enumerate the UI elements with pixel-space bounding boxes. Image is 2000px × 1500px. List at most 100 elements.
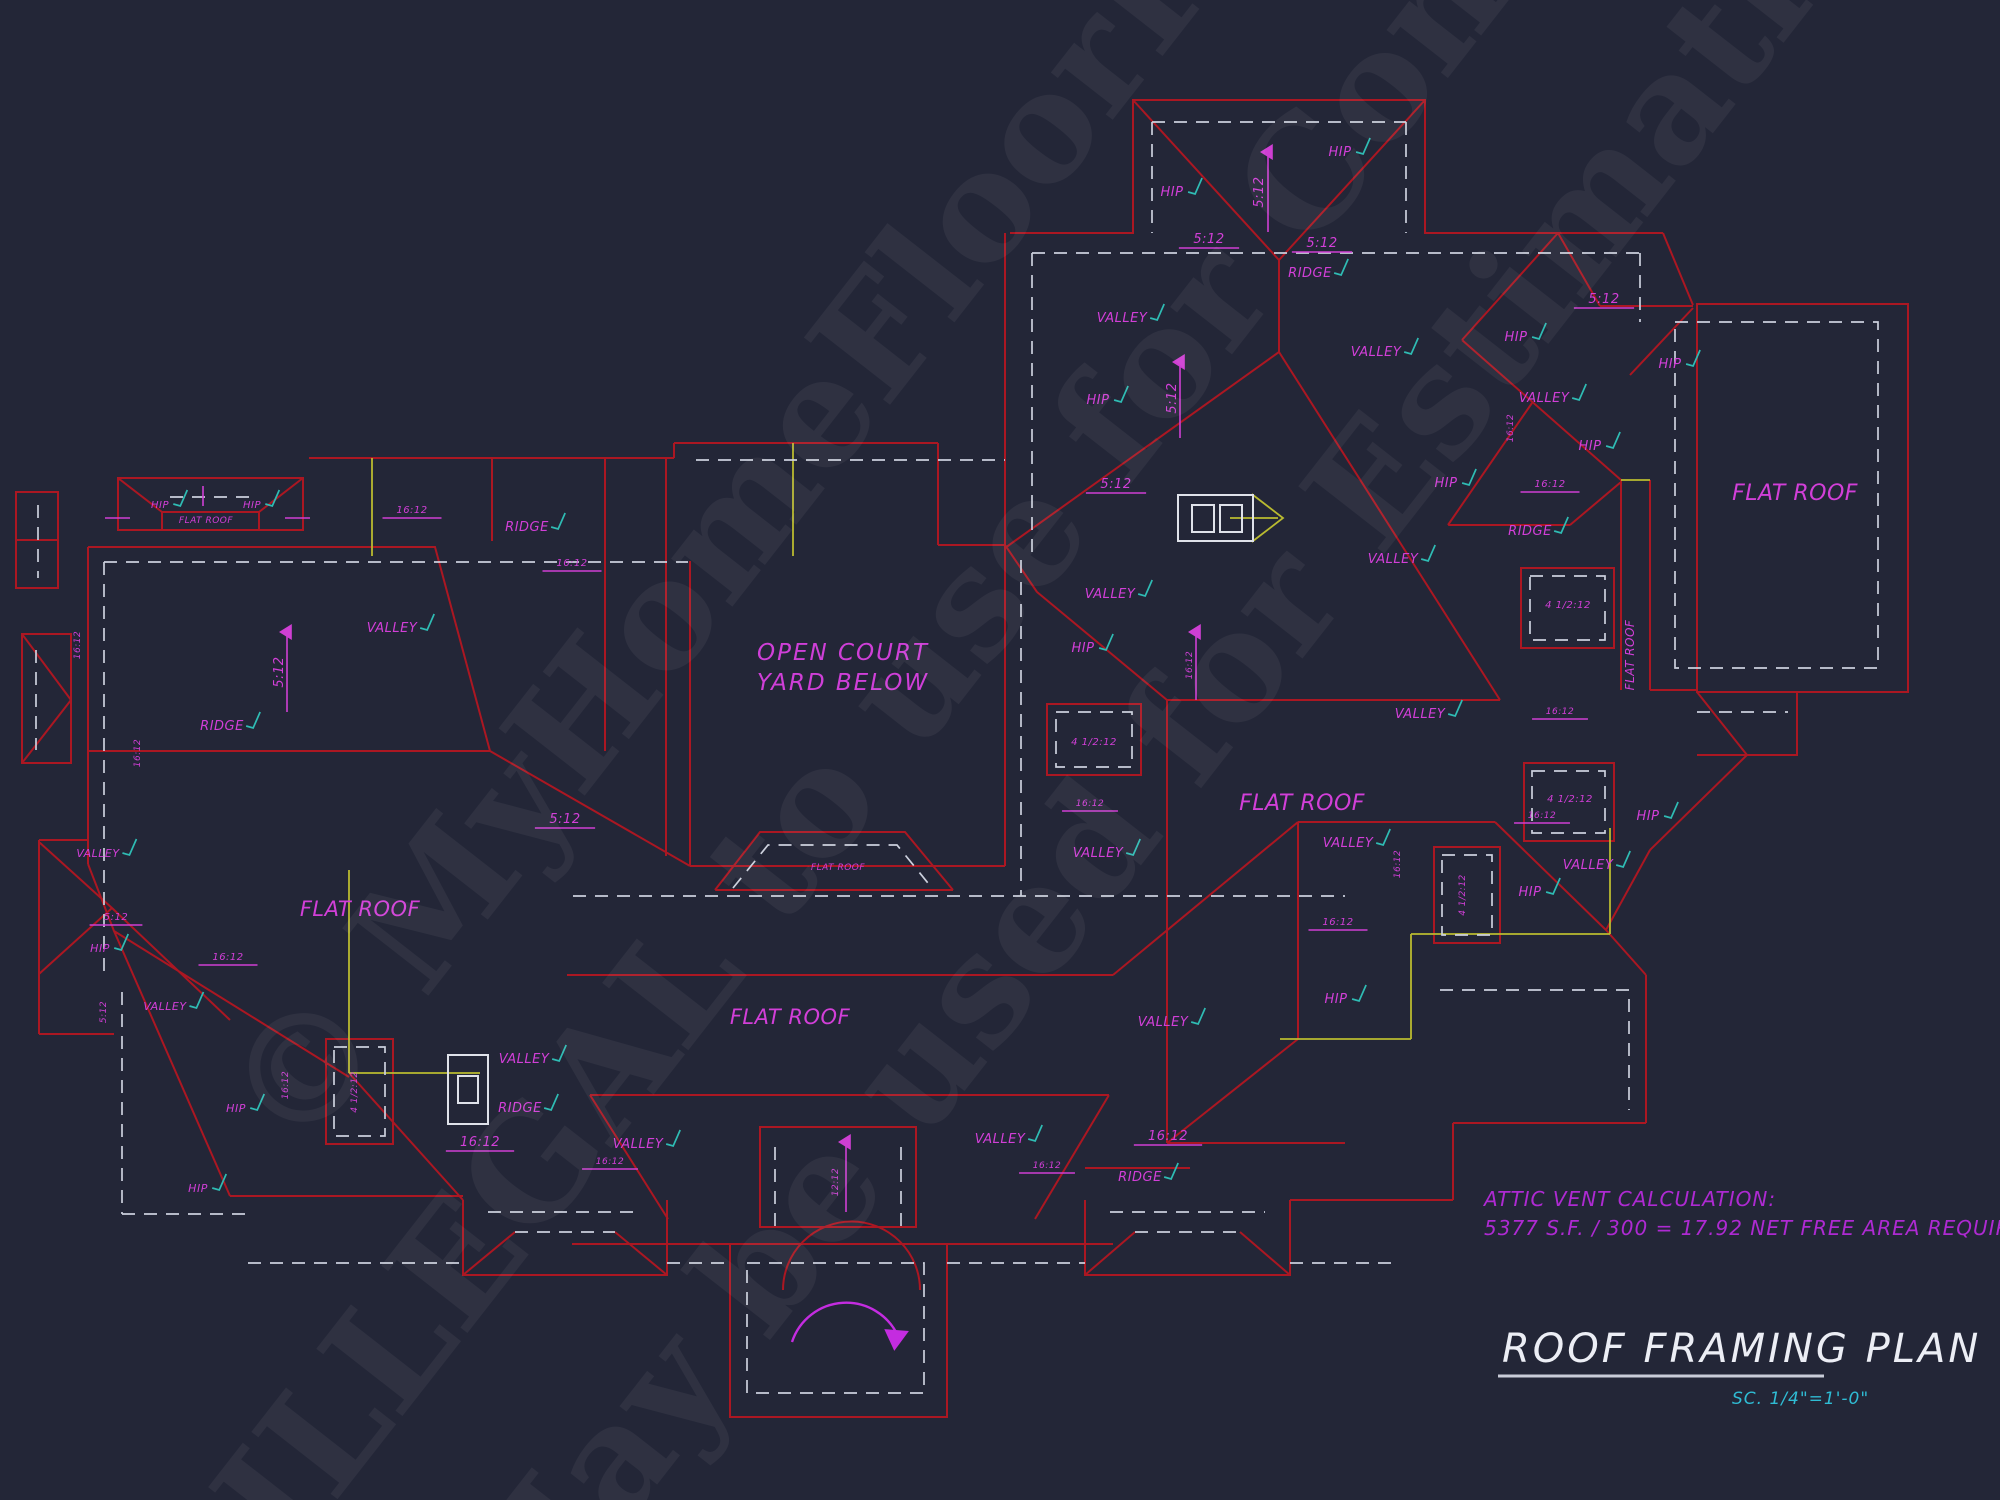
- label-leader: [1149, 303, 1165, 322]
- roof-label: HIP: [1161, 185, 1184, 200]
- label-leader: [550, 512, 566, 531]
- roof-label: 16:12: [1185, 651, 1195, 679]
- roof-label: 16:12: [396, 505, 427, 516]
- roof-label: VALLEY: [1351, 345, 1402, 360]
- roof-label: HIP: [1637, 809, 1660, 824]
- roof-label: 4 1/2:12: [1458, 874, 1468, 916]
- roof-label: 16:12: [460, 1135, 500, 1150]
- label-leader: [1420, 544, 1436, 563]
- roof-label: RIDGE: [1288, 266, 1332, 281]
- roof-label: RIDGE: [505, 520, 549, 535]
- roof-label: FLAT ROOF: [1239, 791, 1365, 816]
- roof-label: VALLEY: [1097, 311, 1148, 326]
- roof-label: HIP: [151, 500, 169, 511]
- roof-label: VALLEY: [76, 847, 120, 860]
- label-leader: [1187, 177, 1203, 196]
- open-court-label-line2: YARD BELOW: [757, 670, 929, 696]
- roof-label: FLAT ROOF: [300, 897, 421, 921]
- roof-label: 5:12: [1165, 382, 1180, 413]
- roof-label: 16:12: [1148, 1129, 1188, 1144]
- roof-label: HIP: [1579, 439, 1602, 454]
- roof-label: 5:12: [1252, 176, 1267, 207]
- roof-label: 16:12: [1506, 414, 1516, 442]
- roof-label: HIP: [243, 500, 261, 511]
- label-leader: [1137, 579, 1153, 598]
- label-leader: [419, 613, 435, 632]
- roof-label: HIP: [1325, 992, 1348, 1007]
- roof-label: 5:12: [1193, 232, 1224, 247]
- roof-label: RIDGE: [1508, 524, 1552, 539]
- roof-label: HIP: [1505, 330, 1528, 345]
- roof-label: HIP: [90, 942, 110, 955]
- roof-label: 16:12: [1393, 850, 1403, 878]
- label-leader: [1355, 137, 1371, 156]
- label-leader: [1163, 1162, 1179, 1181]
- plan-title: ROOF FRAMING PLAN: [1502, 1326, 1981, 1372]
- roof-label: 5:12: [1100, 477, 1131, 492]
- label-leader: [551, 1044, 567, 1063]
- roof-label: 16:12: [73, 631, 83, 659]
- roof-label: 4 1/2:12: [1547, 794, 1593, 805]
- roof-label: VALLEY: [143, 1000, 187, 1013]
- roof-label: 4 1/2:12: [350, 1071, 360, 1113]
- leader-lines: [113, 137, 1701, 1192]
- roof-label: FLAT ROOF: [1623, 619, 1637, 690]
- roof-label: 16:12: [133, 739, 143, 767]
- label-leader: [1125, 838, 1141, 857]
- roof-label: 16:12: [1322, 917, 1353, 928]
- roof-label: VALLEY: [1368, 552, 1419, 567]
- roof-label: VALLEY: [1138, 1015, 1189, 1030]
- roof-label: 5:12: [1588, 292, 1619, 307]
- roof-label: VALLEY: [975, 1132, 1026, 1147]
- label-leader: [249, 1093, 266, 1112]
- roof-label: VALLEY: [1395, 707, 1446, 722]
- label-leader: [1333, 258, 1349, 277]
- roof-label: VALLEY: [367, 621, 418, 636]
- label-leader: [1027, 1124, 1043, 1143]
- wall-dashed-lines: [35, 121, 1879, 1394]
- roof-label: VALLEY: [499, 1052, 550, 1067]
- label-leader: [1545, 877, 1561, 896]
- roof-edge-lines: [15, 99, 1909, 1418]
- roof-label: VALLEY: [1323, 836, 1374, 851]
- chimney-object: [447, 1054, 489, 1125]
- roof-label: HIP: [188, 1182, 208, 1195]
- roof-label: FLAT ROOF: [179, 516, 233, 526]
- roof-label: FLAT ROOF: [1732, 481, 1858, 506]
- label-leader: [1190, 1007, 1206, 1026]
- label-leader: [1605, 431, 1621, 450]
- label-leader: [1351, 984, 1367, 1003]
- label-leader: [1403, 337, 1419, 356]
- roof-label: HIP: [226, 1102, 246, 1115]
- label-leader: [245, 711, 261, 730]
- label-leader: [1447, 699, 1463, 718]
- roof-label: RIDGE: [1118, 1170, 1162, 1185]
- attic-vent-note-line2: 5377 S.F. / 300 = 17.92 NET FREE AREA RE…: [1484, 1216, 2000, 1240]
- roof-label: VALLEY: [1519, 391, 1570, 406]
- roof-label: 12:12: [831, 1168, 841, 1196]
- roof-label: HIP: [1087, 393, 1110, 408]
- label-leader: [113, 933, 130, 952]
- roof-label: FLAT ROOF: [811, 863, 865, 873]
- roof-label: HIP: [1435, 476, 1458, 491]
- roof-label: HIP: [1329, 145, 1352, 160]
- slope-arrows: [105, 144, 1273, 1351]
- label-leader: [122, 838, 138, 857]
- roof-label: 16:12: [556, 558, 587, 569]
- roof-label: 16:12: [1033, 1161, 1061, 1171]
- roof-label: 16:12: [1534, 479, 1565, 490]
- label-leader: [1663, 801, 1679, 820]
- roof-label: HIP: [1072, 641, 1095, 656]
- roof-label: 16:12: [1076, 799, 1104, 809]
- open-court-label-line1: OPEN COURT: [757, 640, 929, 666]
- roof-label: 4 1/2:12: [1071, 737, 1117, 748]
- roof-label: FLAT ROOF: [730, 1005, 851, 1029]
- attic-vent-note-line1: ATTIC VENT CALCULATION:: [1482, 1187, 1776, 1211]
- roof-label: 16:12: [1528, 811, 1556, 821]
- roof-label: 5:12: [99, 1001, 109, 1023]
- roof-label: VALLEY: [1085, 587, 1136, 602]
- label-leader: [1461, 468, 1477, 487]
